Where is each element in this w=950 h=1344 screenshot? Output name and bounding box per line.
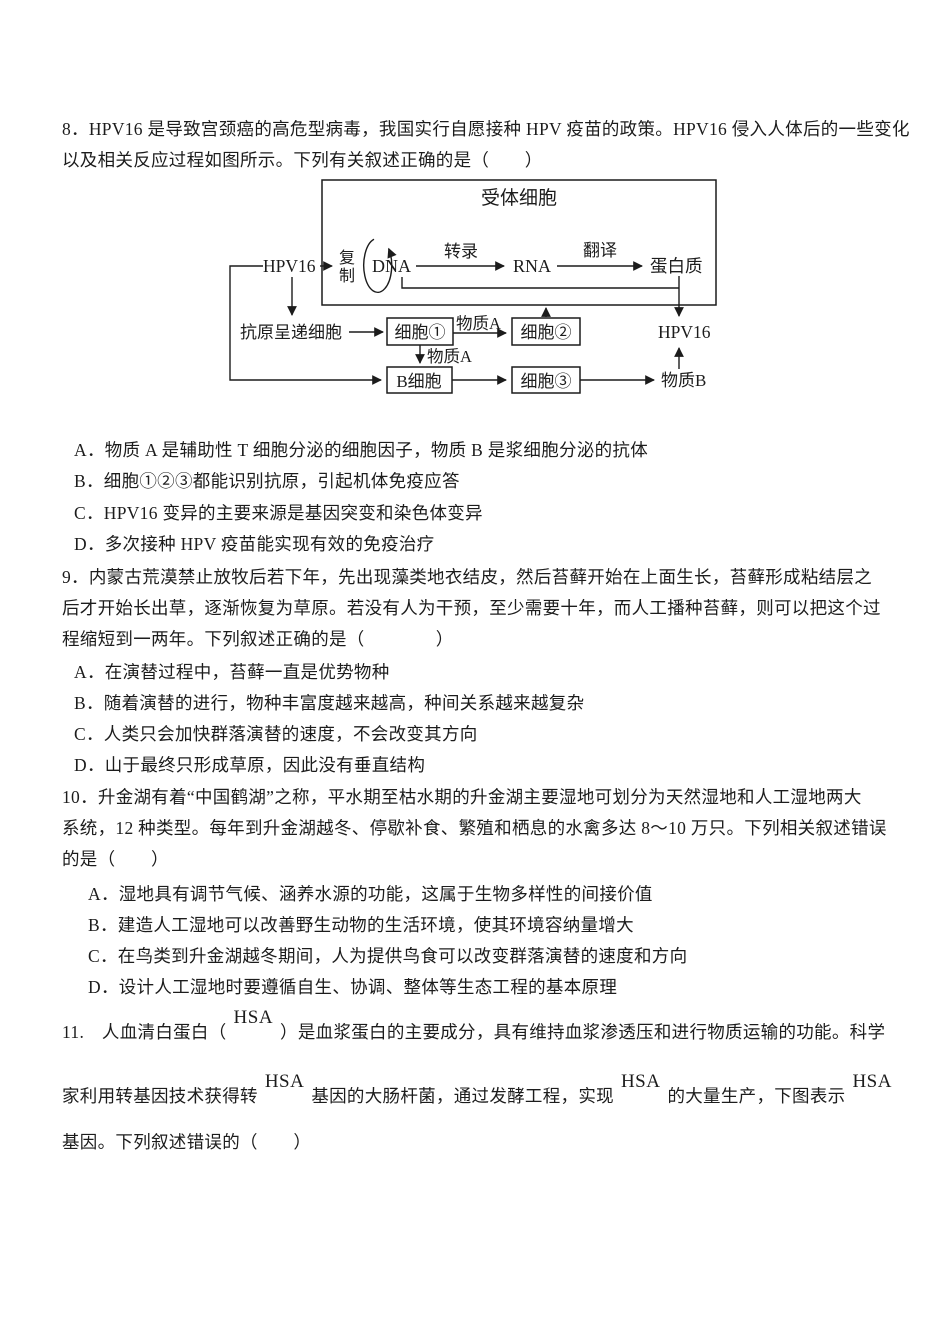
replicate-label-bottom: 制 <box>339 267 355 285</box>
q11-stem-line2: 家利用转基因技术获得转 HSA 基因的大肠杆菌，通过发酵工程，实现 HSA 的大量生产，… <box>62 1071 899 1107</box>
q11-hsa-sup-3: HSA <box>620 1071 661 1092</box>
transcription-label: 转录 <box>444 242 478 261</box>
q9-option-b: B．随着演替的进行，物种丰富度越来越高，种间关系越来越复杂 <box>74 693 585 713</box>
substance-a-mid-label: 物质A <box>427 347 472 366</box>
q10-option-c: C．在鸟类到升金湖越冬期间，人为提供鸟食可以改变群落演替的速度和方向 <box>88 946 688 966</box>
translation-label: 翻译 <box>583 241 617 260</box>
hpv16-left-label: HPV16 <box>263 256 316 276</box>
q10-stem-line3: 的是（ ） <box>62 849 169 869</box>
q10-option-a: A．湿地具有调节气候、涵养水源的功能，这属于生物多样性的间接价值 <box>88 884 653 904</box>
rna-label: RNA <box>513 256 551 276</box>
q10-stem-line1: 10．升金湖有着“中国鹤湖”之称，平水期至枯水期的升金湖主要湿地可划分为天然湿地… <box>62 787 862 807</box>
q11-line1-text-b: ）是血浆蛋白的主要成分，具有维持血浆渗透压和进行物质运输的功能。科学 <box>280 1022 886 1042</box>
cell2-box <box>511 317 581 346</box>
q9-stem-line2: 后才开始长出草，逐渐恢复为草原。若没有人为干预，至少需要十年，而人工播种苔藓，则… <box>62 598 881 618</box>
q11-line1-text-a: 11. 人血清白蛋白（ <box>62 1022 227 1042</box>
q11-hsa-sup-1: HSA <box>233 1007 274 1028</box>
receptor-cell-box <box>321 179 717 306</box>
hpv16-to-bcell-path <box>229 265 382 385</box>
q10-option-d: D．设计人工湿地时要遵循自生、协调、整体等生态工程的基本原理 <box>88 977 618 997</box>
cell1-box <box>386 317 454 346</box>
receptor-cell-label: 受体细胞 <box>481 187 557 209</box>
q11-stem-line1: 11. 人血清白蛋白（ HSA ）是血浆蛋白的主要成分，具有维持血浆渗透压和进行物质… <box>62 1007 886 1043</box>
q8-diagram: 受体细胞 HPV16 复 制 DNA 转录 RNA 翻译 蛋白质 <box>229 179 717 394</box>
q11-hsa-sup-2: HSA <box>264 1071 305 1092</box>
bcell-box <box>386 366 453 394</box>
q9-option-a: A．在演替过程中，苔藓一直是优势物种 <box>74 662 390 682</box>
q11-line2-text-a: 家利用转基因技术获得转 <box>62 1086 258 1106</box>
q11-hsa-sup-4: HSA <box>852 1071 892 1092</box>
q8-option-b: B．细胞①②③都能识别抗原，引起机体免疫应答 <box>74 471 460 491</box>
q8-stem-line2: 以及相关反应过程如图所示。下列有关叙述正确的是（ ） <box>62 150 543 170</box>
q11-line2-text-c: 的大量生产，下图表示 <box>667 1086 846 1106</box>
bcell-label: B细胞 <box>396 372 441 391</box>
q8-option-a: A．物质 A 是辅助性 T 细胞分泌的细胞因子，物质 B 是浆细胞分泌的抗体 <box>74 440 649 460</box>
q10-stem-line2: 系统，12 种类型。每年到升金湖越冬、停歇补食、繁殖和栖息的水禽多达 8～10 … <box>62 818 887 838</box>
dna-label: DNA <box>372 256 411 276</box>
diagram-arrows <box>229 238 684 385</box>
cell1-label: 细胞① <box>395 323 446 342</box>
q9-stem-line3: 程缩短到一两年。下列叙述正确的是（ ） <box>62 629 454 649</box>
q9-option-d: D．山于最终只形成草原，因此没有垂直结构 <box>74 755 426 775</box>
cell2-label: 细胞② <box>521 323 572 342</box>
replication-cycle-arrow <box>363 238 397 294</box>
q9-stem-line1: 9．内蒙古荒漠禁止放牧后若下年，先出现藻类地衣结皮，然后苔藓开始在上面生长，苔藓… <box>62 567 873 587</box>
protein-label: 蛋白质 <box>650 256 703 276</box>
apc-label: 抗原呈递细胞 <box>240 323 342 342</box>
cell3-label: 细胞③ <box>521 372 572 391</box>
cell3-box <box>511 366 581 394</box>
q11-stem-line3: 基因。下列叙述错误的（ ） <box>62 1132 312 1152</box>
q8-option-c: C．HPV16 变异的主要来源是基因突变和染色体变异 <box>74 503 483 523</box>
substance-b-label: 物质B <box>661 371 706 390</box>
hpv16-right-label: HPV16 <box>658 322 711 342</box>
replicate-label-top: 复 <box>339 249 355 267</box>
substance-a-top-label: 物质A <box>456 314 501 333</box>
q11-line2-text-b: 基因的大肠杆菌，通过发酵工程，实现 <box>311 1086 614 1106</box>
q10-option-b: B．建造人工湿地可以改善野生动物的生活环境，使其环境容纳量增大 <box>88 915 634 935</box>
q8-stem-line1: 8．HPV16 是导致宫颈癌的高危型病毒，我国实行自愿接种 HPV 疫苗的政策。… <box>62 119 910 139</box>
q8-option-d: D．多次接种 HPV 疫苗能实现有效的免疫治疗 <box>74 534 435 554</box>
dna-protein-bracket <box>401 277 679 289</box>
q9-option-c: C．人类只会加快群落演替的速度，不会改变其方向 <box>74 724 478 744</box>
